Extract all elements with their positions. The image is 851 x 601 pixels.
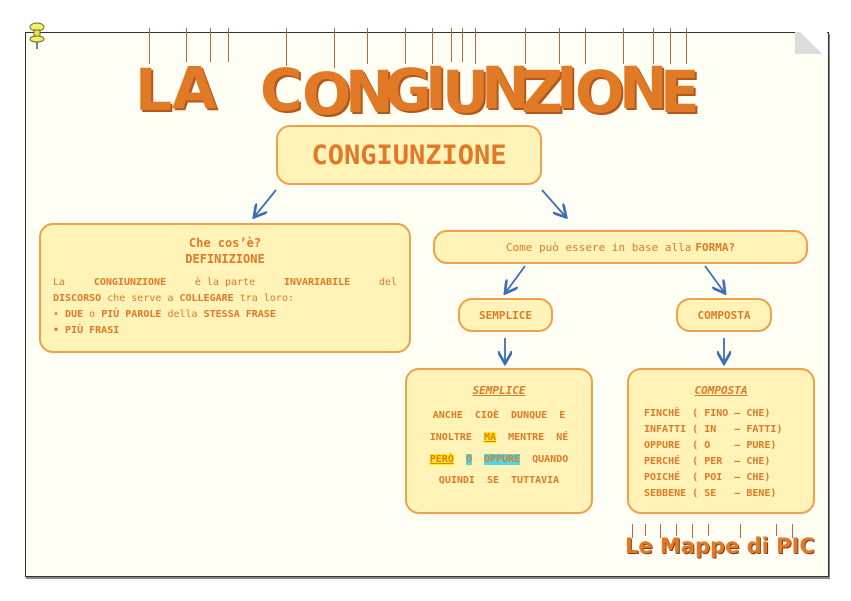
conjunction-word: QUINDI <box>438 475 475 486</box>
title-letter: I <box>556 54 578 122</box>
compound-list-row: OPPURE ( O – PURE) <box>644 440 777 451</box>
definition-title: Che cos’è? DEFINIZIONE <box>53 235 397 267</box>
title-letter: N <box>619 54 668 122</box>
definition-heading: DEFINIZIONE <box>185 252 265 266</box>
title-letter: C <box>260 56 303 124</box>
simple-type-label: SEMPLICE <box>479 308 532 322</box>
compound-list-title: COMPOSTA <box>694 384 748 397</box>
title-letter: N <box>481 54 530 122</box>
arrow-form-to-compound <box>704 265 724 292</box>
compound-type-label: COMPOSTA <box>697 308 751 322</box>
title-letter: G <box>384 56 432 124</box>
simple-list-title: SEMPLICE <box>472 384 526 397</box>
arrow-form-to-simple <box>506 265 526 292</box>
definition-word: La <box>53 277 66 288</box>
title-letter: L <box>135 56 172 124</box>
simple-type-box: SEMPLICE <box>458 298 553 332</box>
title-letter: O <box>302 60 352 128</box>
title-letter: Z <box>521 58 564 126</box>
compound-type-box: COMPOSTA <box>676 298 772 332</box>
compound-list-row: POICHÉ ( POI – CHE) <box>644 472 771 483</box>
page-fold-corner <box>795 32 827 54</box>
simple-conjunctions-box: SEMPLICE ANCHE CIOÈ DUNQUE E INOLTRE MA … <box>405 368 593 514</box>
compound-list-row: SEBBENE ( SE – BENE) <box>644 488 777 499</box>
definition-word: o <box>89 309 96 320</box>
definition-bullet: • PIÙ FRASI <box>53 325 120 336</box>
title-letter: N <box>345 58 394 126</box>
definition-keyword: DISCORSO <box>53 293 102 304</box>
definition-word: della <box>167 309 198 320</box>
page-title: L A C O N G I U N Z I O N E <box>132 52 722 128</box>
main-concept-box: CONGIUNZIONE <box>276 125 542 185</box>
simple-list-row: QUINDI SE TUTTAVIA <box>407 475 591 486</box>
conjunction-word: QUANDO <box>532 454 569 465</box>
definition-keyword: STESSA FRASE <box>203 309 276 320</box>
simple-list-row: PERÒ O OPPURE QUANDO <box>407 454 591 465</box>
conjunction-word-highlighted: OPPURE <box>483 454 521 465</box>
conjunction-word: NÉ <box>556 432 569 443</box>
simple-list-row: ANCHE CIOÈ DUNQUE E <box>407 410 591 421</box>
definition-keyword: DUE <box>65 309 84 320</box>
definition-keyword: PIÙ FRASI <box>65 325 120 336</box>
form-question-box: Come può essere in base alla FORMA? <box>433 230 808 264</box>
definition-word: che serve a <box>107 293 174 304</box>
arrow-main-to-form <box>541 189 565 216</box>
definition-bullet: • DUE o PIÙ PAROLE della STESSA FRASE <box>53 309 276 320</box>
pushpin-icon <box>29 22 45 49</box>
compound-list-row: INFATTI ( IN – FATTI) <box>644 424 783 435</box>
conjunction-word: TUTTAVIA <box>511 475 560 486</box>
conjunction-word: INOLTRE <box>429 432 472 443</box>
form-question-text: Come può essere in base alla <box>505 240 692 254</box>
conjunction-word-highlighted: PERÒ <box>429 454 454 465</box>
brand-logo: Le Mappe di PIC <box>625 534 815 558</box>
definition-keyword: CONGIUNZIONE <box>93 277 167 288</box>
conjunction-word: DUNQUE <box>511 410 548 421</box>
title-letter: A <box>172 54 217 122</box>
conjunction-word: ANCHE <box>432 410 463 421</box>
title-letter: O <box>575 58 625 126</box>
title-letter: U <box>442 58 490 126</box>
conjunction-word: CIOÈ <box>474 410 499 421</box>
compound-conjunctions-box: COMPOSTA FINCHÈ ( FINO – CHE) INFATTI ( … <box>627 368 815 514</box>
definition-keyword: PIÙ PAROLE <box>101 309 162 320</box>
conjunction-word-highlighted: MA <box>483 432 496 443</box>
definition-text: La CONGIUNZIONE è la parte INVARIABILE d… <box>53 275 397 339</box>
definition-word: del <box>378 277 397 288</box>
arrow-main-to-definition <box>255 189 277 216</box>
conjunction-word: E <box>559 410 566 421</box>
conjunction-word-highlighted: O <box>465 454 472 465</box>
main-concept-label: CONGIUNZIONE <box>311 139 507 171</box>
definition-keyword: COLLEGARE <box>179 293 234 304</box>
compound-list-row: FINCHÈ ( FINO – CHE) <box>644 408 771 419</box>
definition-word: tra loro: <box>239 293 294 304</box>
title-letter: I <box>425 54 447 122</box>
form-question-keyword: FORMA? <box>695 240 736 254</box>
conjunction-word: MENTRE <box>508 432 545 443</box>
definition-question: Che cos’è? <box>188 236 262 250</box>
definition-word: è la parte <box>194 277 256 288</box>
definition-box: Che cos’è? DEFINIZIONE La CONGIUNZIONE è… <box>39 223 411 353</box>
simple-list-row: INOLTRE MA MENTRE NÉ <box>407 432 591 443</box>
conjunction-word: SE <box>486 475 499 486</box>
definition-keyword: INVARIABILE <box>283 277 351 288</box>
compound-list-row: PERCHÉ ( PER – CHE) <box>644 456 771 467</box>
title-letter: E <box>660 58 700 126</box>
